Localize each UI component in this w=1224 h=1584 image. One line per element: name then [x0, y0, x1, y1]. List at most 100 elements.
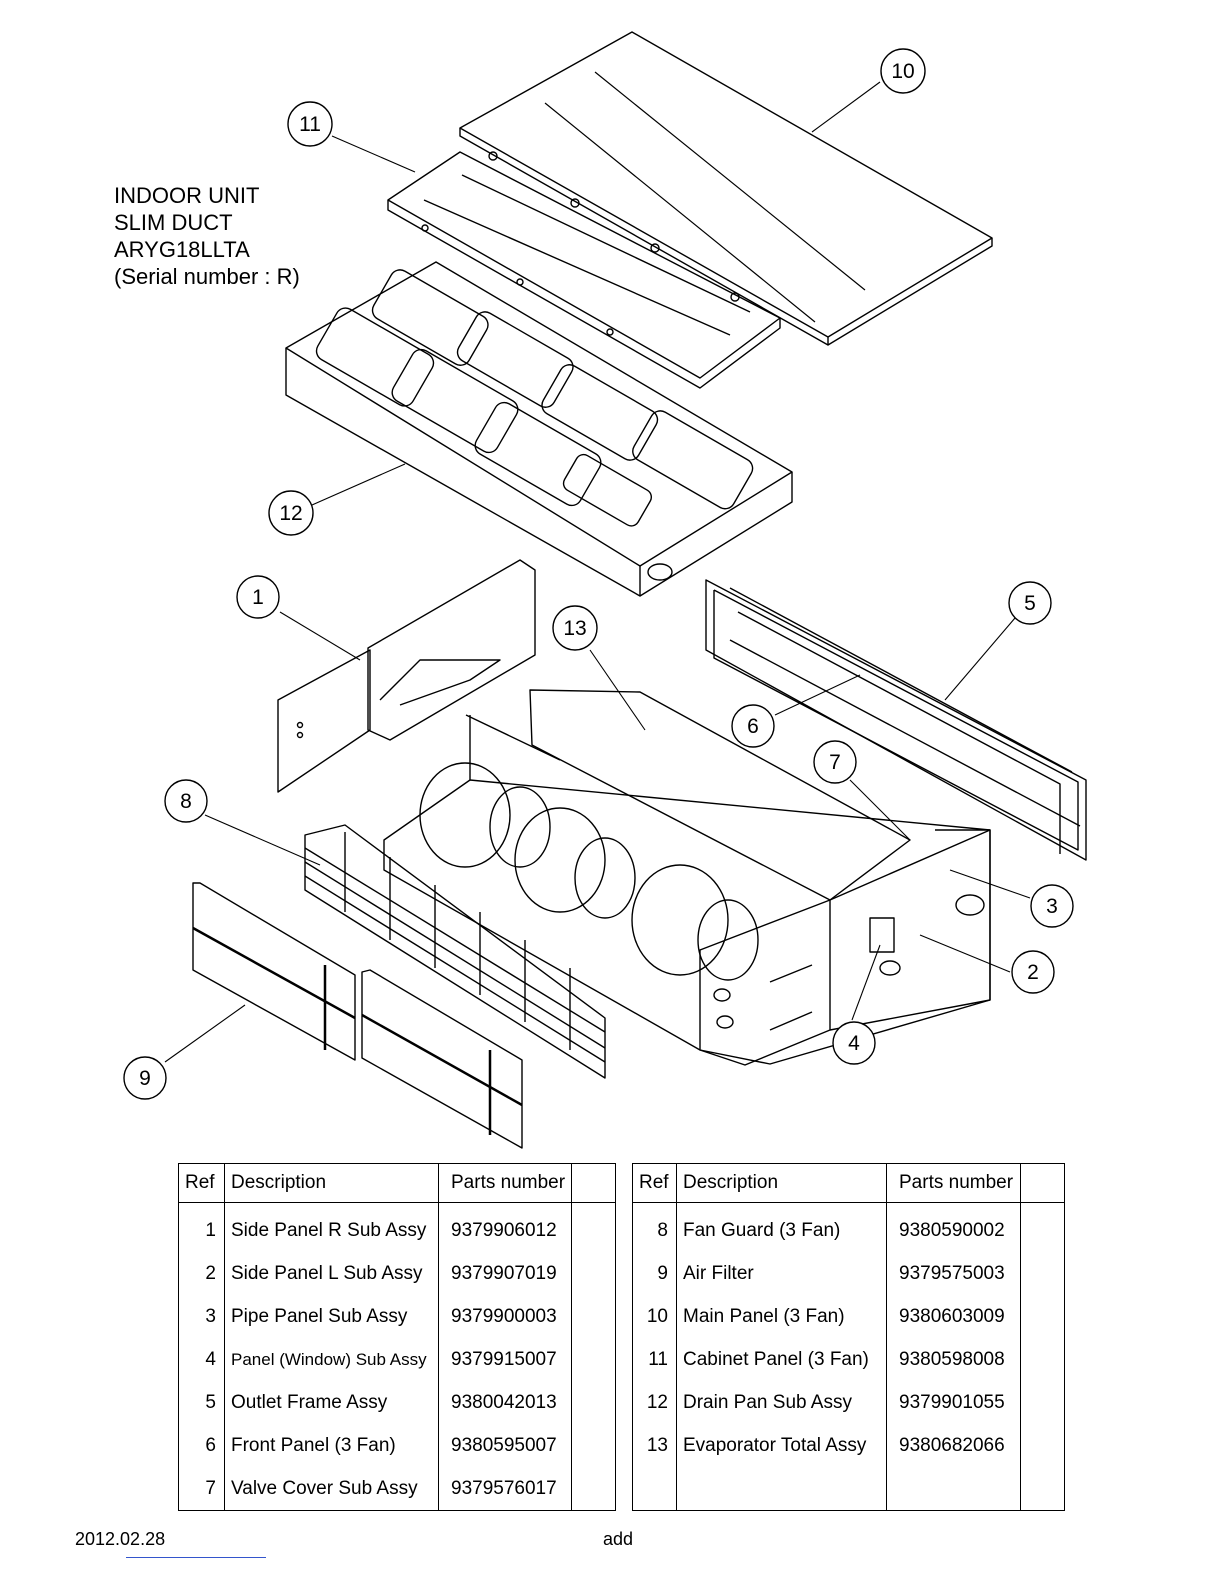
svg-text:4: 4: [848, 1032, 860, 1055]
callout-13: 13: [552, 605, 598, 651]
svg-text:5: 5: [1024, 592, 1036, 615]
row-blank: [571, 1381, 617, 1424]
row-blank: [1020, 1202, 1065, 1252]
table-row: 7 Valve Cover Sub Assy 9379576017: [178, 1467, 617, 1511]
revision-date: 2012.02.28: [75, 1529, 166, 1549]
table-row: 3 Pipe Panel Sub Assy 9379900003: [178, 1295, 617, 1338]
row-blank: [1020, 1338, 1065, 1381]
row-description: Drain Pan Sub Assy: [676, 1381, 887, 1424]
row-description: Air Filter: [676, 1252, 887, 1295]
row-ref: 1: [178, 1202, 225, 1252]
table-row: 12 Drain Pan Sub Assy 9379901055: [632, 1381, 1065, 1424]
row-parts-number: 9379575003: [886, 1252, 1021, 1295]
table-header: Ref Description Parts number: [632, 1163, 1065, 1203]
row-ref: 9: [632, 1252, 677, 1295]
table-row: 2 Side Panel L Sub Assy 9379907019: [178, 1252, 617, 1295]
row-blank: [1020, 1467, 1065, 1511]
row-blank: [1020, 1424, 1065, 1467]
row-description: Front Panel (3 Fan): [224, 1424, 439, 1467]
row-parts-number: 9379900003: [437, 1295, 573, 1338]
row-ref: 3: [178, 1295, 225, 1338]
table-header: Ref Description Parts number: [178, 1163, 617, 1203]
header-description: Description: [676, 1163, 887, 1203]
row-description: Side Panel L Sub Assy: [224, 1252, 439, 1295]
header-ref: Ref: [178, 1163, 225, 1203]
header-ref: Ref: [632, 1163, 677, 1203]
part-main-panel: [459, 31, 993, 346]
svg-text:6: 6: [747, 715, 759, 738]
svg-text:9: 9: [139, 1067, 151, 1090]
part-blowers: [419, 762, 759, 981]
row-parts-number: [886, 1467, 1021, 1511]
row-blank: [1020, 1381, 1065, 1424]
row-parts-number: 9380598008: [886, 1338, 1021, 1381]
part-cabinet-panel: [387, 151, 781, 389]
title-line-2: SLIM DUCT: [114, 210, 233, 235]
row-ref: 10: [632, 1295, 677, 1338]
row-blank: [571, 1338, 617, 1381]
callout-12: 12: [268, 490, 314, 536]
row-ref: 2: [178, 1252, 225, 1295]
callout-6: 6: [731, 704, 775, 748]
table-row: 11 Cabinet Panel (3 Fan) 9380598008: [632, 1338, 1065, 1381]
row-parts-number: 9380042013: [437, 1381, 573, 1424]
revision-note: add: [603, 1529, 634, 1549]
row-parts-number: 9379901055: [886, 1381, 1021, 1424]
row-blank: [571, 1295, 617, 1338]
row-blank: [1020, 1252, 1065, 1295]
row-description: Evaporator Total Assy: [676, 1424, 887, 1467]
header-blank: [1020, 1163, 1065, 1203]
callout-7: 7: [813, 740, 857, 784]
row-description: Pipe Panel Sub Assy: [224, 1295, 439, 1338]
row-description: Fan Guard (3 Fan): [676, 1202, 887, 1252]
table-row: 5 Outlet Frame Assy 9380042013: [178, 1381, 617, 1424]
serial-note: (Serial number : R): [114, 264, 300, 289]
row-parts-number: 9379907019: [437, 1252, 573, 1295]
header-parts-number: Parts number: [437, 1163, 573, 1203]
row-description: Valve Cover Sub Assy: [224, 1467, 439, 1511]
row-description: Side Panel R Sub Assy: [224, 1202, 439, 1252]
svg-text:2: 2: [1027, 961, 1039, 984]
svg-text:1: 1: [252, 586, 264, 609]
model-number: ARYG18LLTA: [114, 237, 250, 262]
svg-text:10: 10: [891, 60, 914, 83]
part-fan-guard: [304, 824, 606, 1079]
row-ref: 7: [178, 1467, 225, 1511]
row-ref: 12: [632, 1381, 677, 1424]
table-row: 9 Air Filter 9379575003: [632, 1252, 1065, 1295]
leader-lines: [164, 81, 1031, 1063]
callout-1: 1: [236, 575, 280, 619]
row-parts-number: 9380682066: [886, 1424, 1021, 1467]
part-drain-pan: [285, 261, 793, 597]
row-parts-number: 9380595007: [437, 1424, 573, 1467]
row-blank: [571, 1424, 617, 1467]
table-row: 8 Fan Guard (3 Fan) 9380590002: [632, 1202, 1065, 1252]
callout-11: 11: [287, 101, 333, 147]
row-ref: [632, 1467, 677, 1511]
callout-8: 8: [164, 779, 208, 823]
row-parts-number: 9379915007: [437, 1338, 573, 1381]
row-blank: [571, 1202, 617, 1252]
row-description: Panel (Window) Sub Assy: [224, 1338, 439, 1381]
row-description: Main Panel (3 Fan): [676, 1295, 887, 1338]
row-blank: [571, 1467, 617, 1511]
row-blank: [571, 1252, 617, 1295]
parts-table-right: Ref Description Parts number 8 Fan Guard…: [632, 1163, 1065, 1511]
table-row: [632, 1467, 1065, 1511]
row-description: Cabinet Panel (3 Fan): [676, 1338, 887, 1381]
header-parts-number: Parts number: [886, 1163, 1021, 1203]
table-row: 6 Front Panel (3 Fan) 9380595007: [178, 1424, 617, 1467]
table-row: 4 Panel (Window) Sub Assy 9379915007: [178, 1338, 617, 1381]
svg-text:3: 3: [1046, 895, 1058, 918]
title-block: INDOOR UNIT SLIM DUCT ARYG18LLTA (Serial…: [114, 182, 300, 290]
row-ref: 5: [178, 1381, 225, 1424]
callout-10: 10: [880, 48, 926, 94]
table-row: 10 Main Panel (3 Fan) 9380603009: [632, 1295, 1065, 1338]
callout-5: 5: [1008, 581, 1052, 625]
exploded-view-drawing: 1 2 3 4 5 6 7 8 9 10 11 12: [123, 31, 1087, 1149]
row-parts-number: 9380603009: [886, 1295, 1021, 1338]
header-blank: [571, 1163, 617, 1203]
part-air-filter: [192, 882, 523, 1149]
callout-3: 3: [1030, 884, 1074, 928]
svg-text:13: 13: [563, 617, 586, 640]
